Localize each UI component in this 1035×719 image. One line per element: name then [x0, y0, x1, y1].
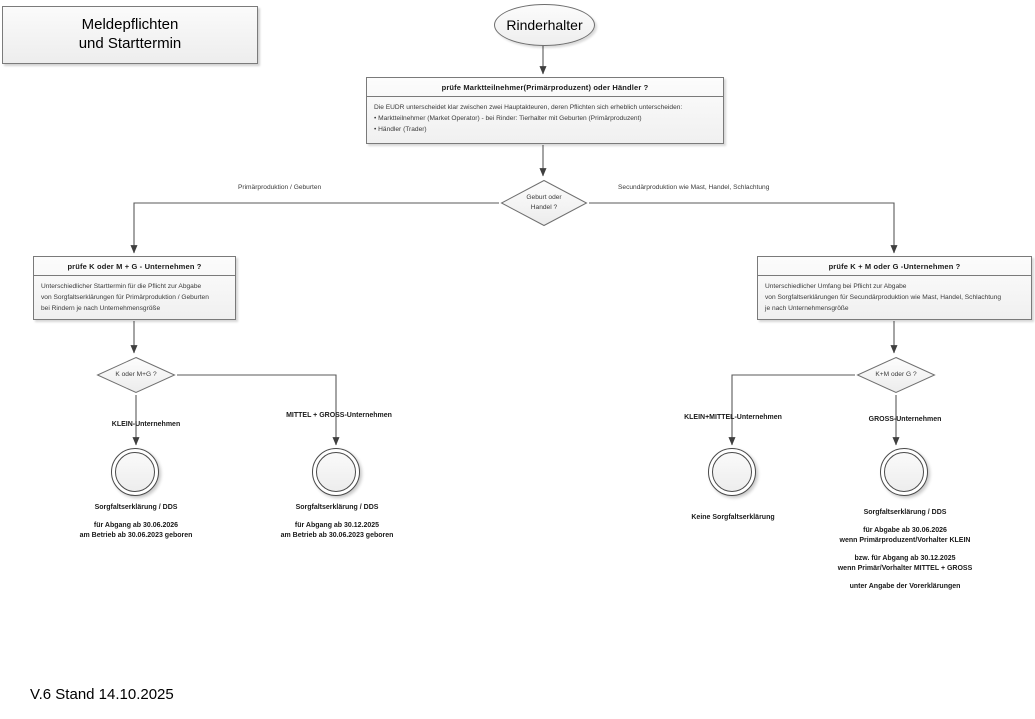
edge-decision-left-to-end-2	[177, 374, 340, 446]
edge-label-primaerproduktion: Primärproduktion / Geburten	[238, 184, 322, 191]
end-node-2-labels: Sorgfaltserklärung / DDS für Abgang ab 3…	[281, 503, 394, 540]
start-node-label: Rinderhalter	[506, 17, 583, 33]
process-box-km-oder-g-body: Unterschiedlicher Umfang bei Pflicht zur…	[758, 276, 1031, 321]
decision-geburt-oder-handel-label: Geburt oder Handel ?	[500, 179, 588, 227]
title-line-1: Meldepflichten	[81, 16, 179, 34]
edge-decision-main-left	[130, 202, 499, 254]
process-box-marktteilnehmer-header: prüfe Marktteilnehmer(Primärproduzent) o…	[367, 78, 723, 97]
decision-right-text: K+M oder G ?	[875, 371, 917, 379]
end-node-sorgfaltserklaerung-klein[interactable]	[111, 448, 159, 496]
process-left-body-line-1: Unterschiedlicher Starttermin für die Pf…	[41, 283, 202, 290]
process-box-k-oder-mg[interactable]: prüfe K oder M + G - Unternehmen ? Unter…	[33, 256, 236, 320]
end-node-sorgfaltserklaerung-gross[interactable]	[880, 448, 928, 496]
version-footer: V.6 Stand 14.10.2025	[30, 686, 174, 703]
end-node-keine-sorgfaltserklaerung[interactable]	[708, 448, 756, 496]
process-left-body-line-3: bei Rindern je nach Unternehmensgröße	[41, 304, 161, 312]
title-line-2: und Starttermin	[78, 35, 182, 52]
end-node-4-line-4: wenn Primär/Vorhalter MITTEL + GROSS	[837, 564, 973, 572]
diamond-shape	[96, 356, 176, 394]
diamond-shape	[500, 179, 588, 227]
decision-km-oder-g-label: K+M oder G ?	[856, 356, 936, 394]
decision-left-text: K oder M+G ?	[115, 371, 157, 379]
end-node-3-labels: Keine Sorgfaltserklärung	[691, 513, 774, 522]
end-node-4-line-5: unter Angabe der Vorerklärungen	[849, 583, 961, 591]
process-box-marktteilnehmer[interactable]: prüfe Marktteilnehmer(Primärproduzent) o…	[366, 77, 724, 144]
process-top-body-line-1: Die EUDR unterscheidet klar zwischen zwe…	[374, 104, 683, 111]
edge-decision-right-to-end-3	[728, 374, 855, 446]
end-node-1-labels: Sorgfaltserklärung / DDS für Abgang ab 3…	[80, 503, 193, 540]
end-node-sorgfaltserklaerung-mittel-gross[interactable]	[312, 448, 360, 496]
end-node-1-line-2: am Betrieb ab 30.06.2023 geboren	[79, 531, 193, 539]
end-node-2-line-2: am Betrieb ab 30.06.2023 geboren	[280, 531, 394, 539]
process-top-body-line-3: • Händler (Trader)	[374, 125, 427, 133]
process-box-km-oder-g-header: prüfe K + M oder G -Unternehmen ?	[758, 257, 1031, 276]
decision-main-line-2: Handel ?	[530, 204, 558, 211]
title-box: Meldepflichten und Starttermin	[2, 6, 258, 64]
process-right-body-line-2: von Sorgfaltserklärungen für Secundärpro…	[765, 293, 1002, 301]
end-node-4-line-2: wenn Primärproduzent/Vorhalter KLEIN	[839, 536, 971, 544]
decision-k-oder-mg[interactable]: K oder M+G ?	[96, 356, 176, 394]
edge-decision-main-right	[589, 202, 898, 254]
end-node-2-title: Sorgfaltserklärung / DDS	[295, 504, 379, 511]
branch-label-mittel-gross-unternehmen: MITTEL + GROSS-Unternehmen	[286, 412, 392, 419]
end-node-3-title: Keine Sorgfaltserklärung	[691, 514, 775, 521]
start-node-rinderhalter[interactable]: Rinderhalter	[494, 4, 595, 46]
end-node-4-line-3: bzw. für Abgang ab 30.12.2025	[854, 555, 956, 563]
process-top-body-line-2: • Marktteilnehmer (Market Operator) - be…	[374, 114, 642, 122]
process-right-body-line-3: je nach Unternehmensgröße	[765, 304, 849, 312]
branch-label-klein-unternehmen: KLEIN-Unternehmen	[111, 421, 181, 428]
process-box-k-oder-mg-header: prüfe K oder M + G - Unternehmen ?	[34, 257, 235, 276]
decision-geburt-oder-handel[interactable]: Geburt oder Handel ?	[500, 179, 588, 227]
process-box-k-oder-mg-body: Unterschiedlicher Starttermin für die Pf…	[34, 276, 235, 321]
end-node-1-line-1: für Abgang ab 30.06.2026	[93, 522, 179, 530]
diamond-shape	[856, 356, 936, 394]
branch-label-klein-mittel-unternehmen: KLEIN+MITTEL-Unternehmen	[684, 414, 782, 421]
end-node-4-labels: Sorgfaltserklärung / DDS für Abgabe ab 3…	[838, 508, 973, 592]
decision-main-line-1: Geburt oder	[526, 194, 562, 202]
end-node-4-line-1: für Abgabe ab 30.06.2026	[863, 527, 947, 535]
process-box-marktteilnehmer-body: Die EUDR unterscheidet klar zwischen zwe…	[367, 97, 723, 142]
process-left-body-line-2: von Sorgfaltserklärungen für Primärprodu…	[41, 293, 209, 301]
process-right-body-line-1: Unterschiedlicher Umfang bei Pflicht zur…	[765, 283, 907, 290]
end-node-1-title: Sorgfaltserklärung / DDS	[94, 504, 178, 511]
process-box-km-oder-g[interactable]: prüfe K + M oder G -Unternehmen ? Unters…	[757, 256, 1032, 320]
end-node-2-line-1: für Abgang ab 30.12.2025	[294, 522, 380, 530]
decision-k-oder-mg-label: K oder M+G ?	[96, 356, 176, 394]
decision-km-oder-g[interactable]: K+M oder G ?	[856, 356, 936, 394]
branch-label-gross-unternehmen: GROSS-Unternehmen	[868, 416, 942, 423]
end-node-4-title: Sorgfaltserklärung / DDS	[863, 509, 947, 516]
edge-label-secundaerproduktion: Secundärproduktion wie Mast, Handel, Sch…	[618, 184, 770, 191]
